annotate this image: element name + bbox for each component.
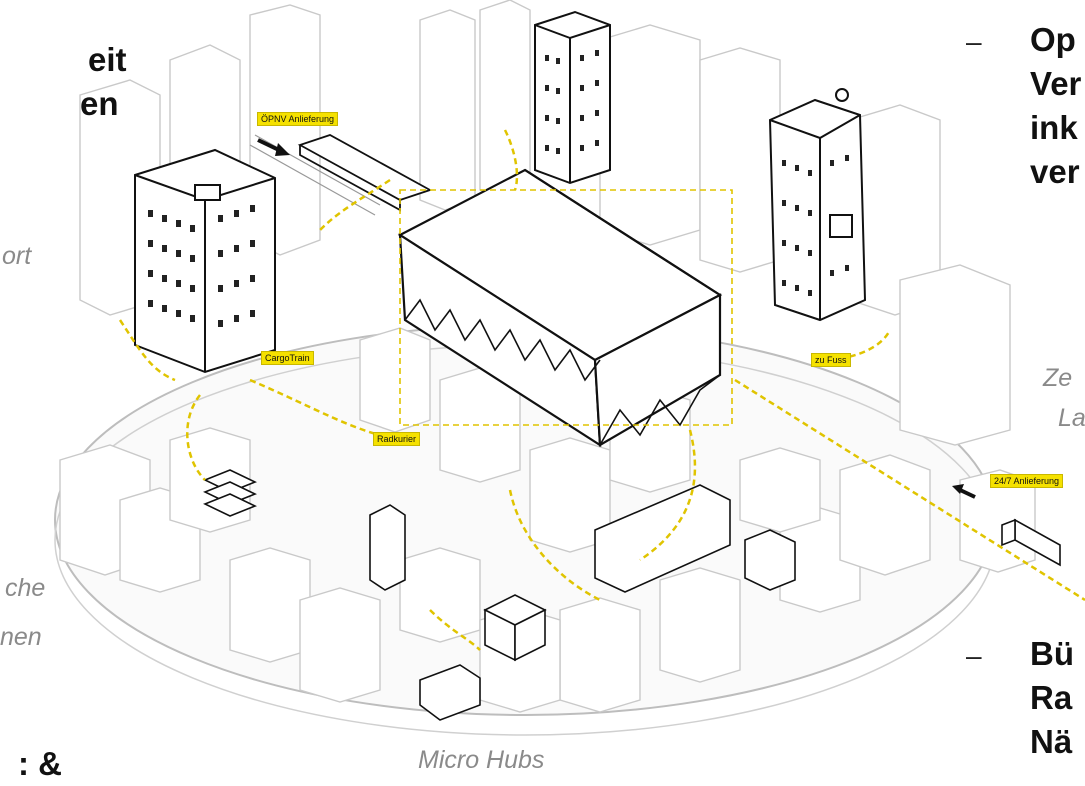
radkurier-tag: Radkurier: [373, 432, 421, 446]
right-bullet1-line1: Op: [1030, 21, 1076, 58]
left-heading-line2: en: [80, 85, 119, 122]
right-italic-1: Ze: [1043, 364, 1073, 392]
bullet-dash-1: –: [966, 26, 982, 57]
micro-hubs-caption: Micro Hubs: [418, 746, 545, 774]
zu-fuss-tag: zu Fuss: [811, 353, 851, 367]
left-italic-2: che: [5, 574, 46, 602]
left-heading-line1: eit: [88, 41, 127, 78]
left-italic-3: nen: [0, 623, 42, 651]
main-hall: [397, 168, 723, 448]
left-tower-windows: [148, 205, 255, 327]
right-bullet1-line4: ver: [1030, 153, 1080, 190]
left-bottom-text: : &: [18, 745, 62, 782]
right-italic-2: La: [1058, 404, 1085, 432]
background-buildings: [59, 0, 1036, 713]
right-tower: [768, 88, 867, 322]
bullet-dash-2: –: [966, 640, 982, 671]
micro-hubs: [203, 469, 796, 721]
cargotrain-tag: CargoTrain: [261, 351, 314, 365]
left-office-tower: [134, 148, 276, 374]
right-bullet1-line3: ink: [1030, 109, 1078, 146]
top-tower: [534, 10, 611, 185]
anlieferung-247-tag: 24/7 Anlieferung: [990, 474, 1064, 488]
right-bullet2-line3: Nä: [1030, 723, 1073, 760]
right-bullet1-line2: Ver: [1030, 65, 1082, 102]
oepnv-anlieferung-tag: ÖPNV Anlieferung: [257, 112, 339, 126]
left-italic-1: ort: [2, 242, 32, 270]
delivery-routes: [118, 129, 1085, 651]
right-bullet2-line2: Ra: [1030, 679, 1073, 716]
right-bullet2-line1: Bü: [1030, 635, 1074, 672]
delivery-truck: [1001, 518, 1061, 567]
